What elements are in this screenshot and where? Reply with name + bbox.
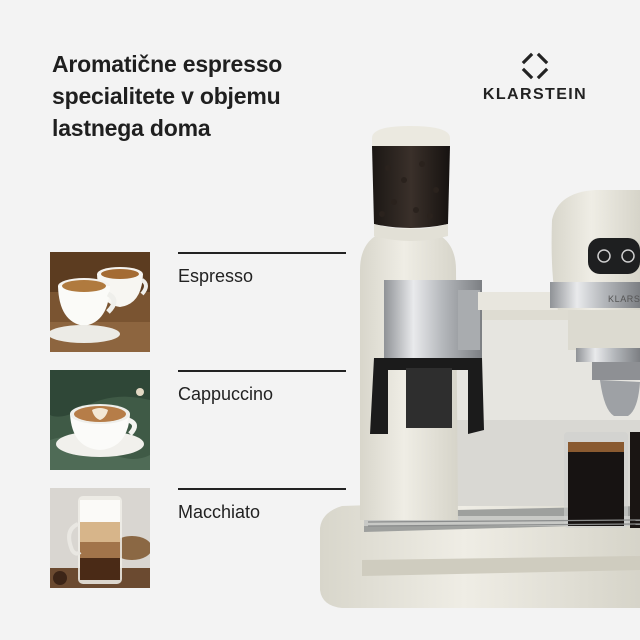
drink-item-cappuccino: Cappuccino [50,370,346,470]
espresso-cups-image [50,252,150,352]
divider-line [178,370,346,372]
cappuccino-cup-image [50,370,150,470]
brand-logo: KLARSTEIN [478,52,592,104]
divider-line [178,252,346,254]
divider-line [178,488,346,490]
klarstein-logo-icon [521,52,549,80]
headline-line-3: lastnega doma [52,115,211,141]
headline: Aromatične espresso specialitete v objem… [52,48,342,144]
drink-item-espresso: Espresso [50,252,346,352]
headline-line-2: specialitete v objemu [52,83,281,109]
drink-label-espresso: Espresso [178,266,254,286]
espresso-machine-image: KLARSTEIN [318,120,640,612]
machine-brand-text: KLARSTEIN [608,294,640,304]
headline-line-1: Aromatične espresso [52,51,283,77]
brand-name: KLARSTEIN [482,86,588,103]
macchiato-glass-image [50,488,150,588]
drink-label-macchiato: Macchiato [178,502,261,522]
drink-item-macchiato: Macchiato [50,488,346,588]
drink-label-cappuccino: Cappuccino [178,384,274,404]
